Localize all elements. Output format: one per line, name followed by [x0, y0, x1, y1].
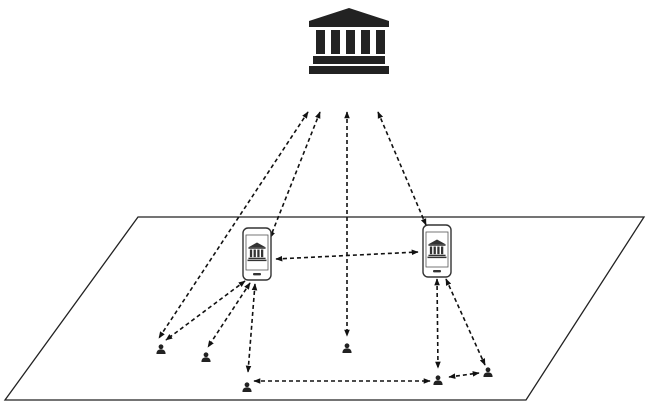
connections [158, 111, 486, 384]
link-phone-left-phone-right [275, 249, 419, 262]
mobile-banking-phone-icon [422, 224, 452, 278]
link-bank-phone-left [269, 111, 321, 239]
mobile-banking-phone-icon [242, 227, 272, 281]
link-phone-left-user-2 [207, 282, 251, 348]
link-phone-right-user-6 [445, 278, 486, 366]
link-bank-phone-right [377, 111, 427, 226]
ground-plane [3, 216, 646, 401]
link-user-5-user-6 [448, 371, 480, 379]
link-phone-right-user-5 [434, 278, 441, 369]
central-bank-icon [309, 8, 389, 74]
link-phone-left-user-4 [245, 283, 258, 373]
